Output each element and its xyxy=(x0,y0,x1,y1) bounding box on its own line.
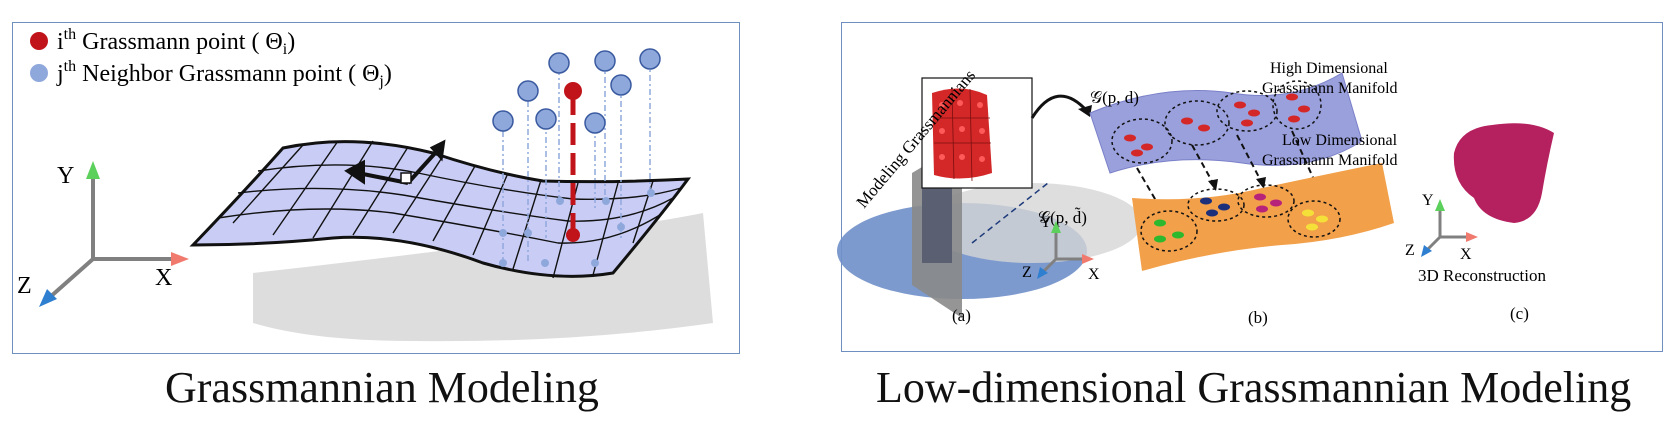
high-dim-points xyxy=(1124,93,1310,157)
reconstruction-label: 3D Reconstruction xyxy=(1418,266,1546,285)
low-dim-label-1: Low Dimensional xyxy=(1282,132,1398,149)
low-dim-points xyxy=(1154,193,1328,243)
legend-blue-dot xyxy=(30,64,48,82)
c-x-arrow-icon xyxy=(1466,232,1478,242)
axes-c xyxy=(1424,207,1470,253)
z-axis-label: Z xyxy=(17,273,32,299)
subfig-a-label: (a) xyxy=(952,306,971,325)
patch-grid xyxy=(934,88,991,182)
neighbor-grassmann-points xyxy=(492,48,661,134)
curved-arrow xyxy=(1030,94,1089,119)
b-z-label: Z xyxy=(1022,264,1032,281)
grassmann-point-i xyxy=(564,82,582,100)
curved-arrow-head xyxy=(1078,105,1092,117)
right-angle-marker xyxy=(400,172,412,184)
low-dim-grassmannian-diagram: Modeling Grassmannians xyxy=(837,60,1554,327)
grassmannian-manifold-diagram: Y X Z ith Grassmann point ( Θi) jth Neig… xyxy=(17,26,713,342)
projected-grassmann-point-i xyxy=(566,228,580,242)
g-high-label: 𝒢(p, d) xyxy=(1090,88,1139,107)
high-dim-label-2: Grassmann Manifold xyxy=(1262,80,1398,97)
g-low-label: 𝒢(p, d̃) xyxy=(1038,208,1087,227)
projected-neighbor-points xyxy=(499,189,655,267)
legend-item-grassmann-point: ith Grassmann point ( Θi) xyxy=(57,26,295,58)
c-x-label: X xyxy=(1460,246,1472,263)
patch-image xyxy=(932,88,992,179)
caption-grassmannian-modeling: Grassmannian Modeling xyxy=(165,363,599,412)
c-y-label: Y xyxy=(1422,192,1434,209)
manifold-grid xyxy=(217,140,682,279)
reconstruction-shape xyxy=(1453,123,1554,223)
b-x-arrow-icon xyxy=(1082,254,1094,264)
person-figure xyxy=(922,183,952,263)
high-dim-label-1: High Dimensional xyxy=(1270,60,1388,77)
x-arrow-icon xyxy=(171,252,189,266)
ground-shadow xyxy=(922,183,1142,263)
legend-item-neighbor-point: jth Neighbor Grassmann point ( Θj) xyxy=(56,58,392,90)
patch-points xyxy=(939,100,985,162)
b-y-label: Y xyxy=(1040,214,1052,231)
c-z-arrow-icon xyxy=(1421,245,1432,257)
high-dim-clusters xyxy=(1111,80,1322,164)
subfig-b-label: (b) xyxy=(1248,308,1268,327)
y-axis-label: Y xyxy=(57,163,74,189)
c-y-arrow-icon xyxy=(1435,199,1445,211)
y-arrow-icon xyxy=(86,161,100,179)
z-arrow-icon xyxy=(39,289,57,307)
legend-red-dot xyxy=(30,32,48,50)
b-x-label: X xyxy=(1088,266,1100,283)
left-panel: Y X Z ith Grassmann point ( Θi) jth Neig… xyxy=(12,22,740,354)
c-z-label: Z xyxy=(1405,242,1415,259)
projection-lines-a xyxy=(937,122,1049,244)
axes-3d xyxy=(39,161,189,307)
low-dim-clusters xyxy=(1140,184,1341,252)
tangent-arrows xyxy=(344,139,446,185)
subfig-c-label: (c) xyxy=(1510,304,1529,323)
b-y-arrow-icon xyxy=(1051,221,1061,233)
right-panel: Modeling Grassmannians xyxy=(837,22,1663,352)
caption-low-dim-grassmannian-modeling: Low-dimensional Grassmannian Modeling xyxy=(876,363,1632,412)
x-axis-label: X xyxy=(155,265,172,291)
b-z-arrow-icon xyxy=(1037,267,1048,279)
low-dim-label-2: Grassmann Manifold xyxy=(1262,152,1398,169)
